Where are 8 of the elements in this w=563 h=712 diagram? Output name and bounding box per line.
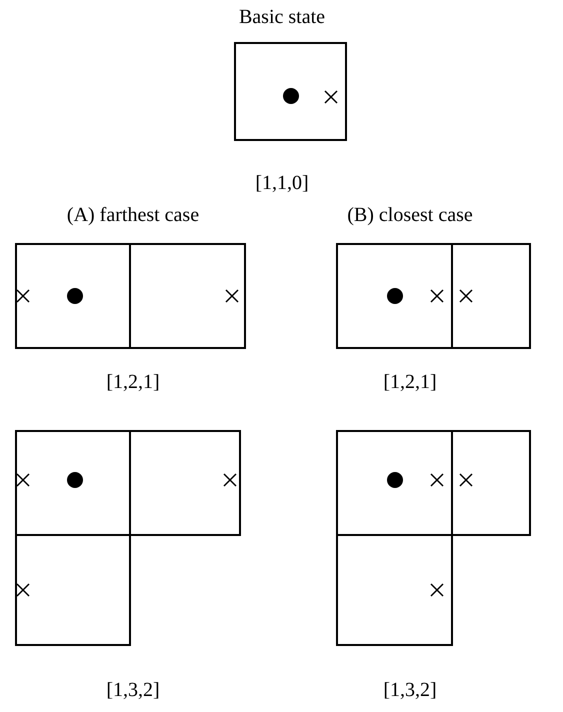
state-vector: [1,2,1] xyxy=(106,370,160,394)
state-vector: [1,2,1] xyxy=(383,370,437,394)
state-vector: [1,3,2] xyxy=(106,678,160,702)
state-vector: [1,1,0] xyxy=(255,171,309,195)
panel-heading: (A) farthest case xyxy=(66,203,200,227)
panel-heading: Basic state xyxy=(238,5,326,29)
state-vector: [1,3,2] xyxy=(383,678,437,702)
panel-heading: (B) closest case xyxy=(347,203,473,227)
